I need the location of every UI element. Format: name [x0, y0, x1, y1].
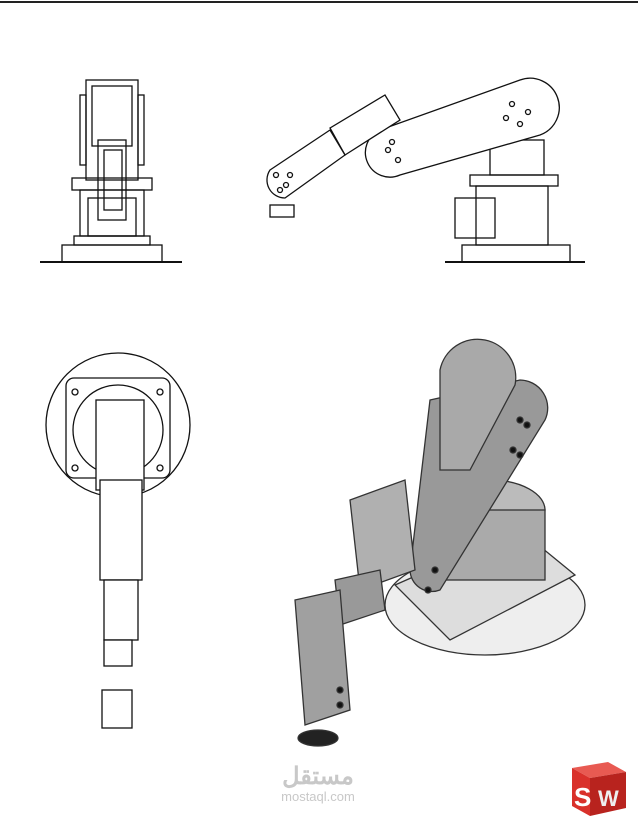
front-view — [40, 79, 182, 263]
svg-text:W: W — [598, 786, 619, 811]
watermark-latin: mostaql.com — [281, 789, 355, 804]
side-view — [266, 77, 585, 263]
top-border-line — [0, 1, 638, 3]
watermark-arabic: مستقل — [282, 763, 354, 790]
svg-text:S: S — [574, 782, 591, 812]
isometric-view — [294, 338, 586, 747]
mostaql-watermark: مستقل mostaql.com — [276, 764, 360, 804]
solidworks-logo: S W — [572, 762, 626, 816]
top-view — [45, 352, 191, 729]
